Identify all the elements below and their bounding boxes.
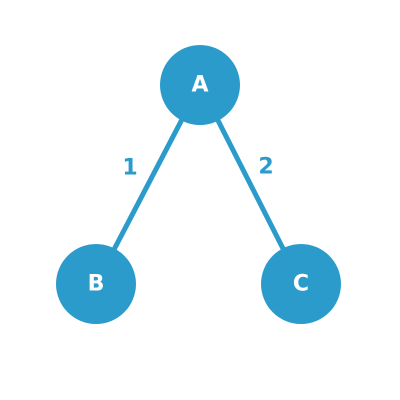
nodes-layer: A B C bbox=[56, 45, 341, 324]
node-label-b: B bbox=[88, 272, 105, 297]
node-label-c: C bbox=[293, 272, 309, 297]
node-label-a: A bbox=[191, 73, 208, 98]
node-c: C bbox=[261, 244, 341, 324]
node-circle-c bbox=[261, 244, 341, 324]
edge-label-a-b: 1 bbox=[122, 156, 137, 181]
node-circle-b bbox=[56, 244, 136, 324]
node-a: A bbox=[160, 45, 240, 125]
node-b: B bbox=[56, 244, 136, 324]
node-circle-a bbox=[160, 45, 240, 125]
edge-label-a-c: 2 bbox=[258, 155, 273, 180]
